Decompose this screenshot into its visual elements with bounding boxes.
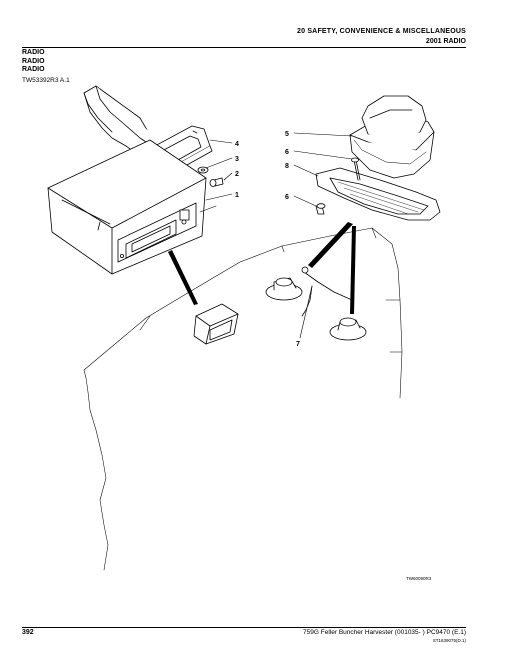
washer-and-screw bbox=[197, 166, 224, 187]
subsection-heading: 2001 RADIO bbox=[425, 38, 466, 45]
footer-title: 759G Feller Buncher Harvester (001035- )… bbox=[303, 629, 466, 636]
callout-7: 7 bbox=[296, 341, 300, 348]
cab-speaker-right bbox=[329, 317, 367, 341]
page-number: 392 bbox=[22, 629, 34, 636]
speaker-grille bbox=[315, 167, 441, 221]
callout-8: 8 bbox=[285, 163, 289, 170]
cab-radio bbox=[193, 303, 239, 345]
callout-6-lower: 6 bbox=[285, 194, 289, 201]
speaker-cup bbox=[349, 95, 435, 179]
part-titles: RADIO RADIO RADIO bbox=[22, 49, 45, 75]
header-rule bbox=[22, 47, 466, 48]
part-title: RADIO bbox=[22, 49, 45, 56]
cab-speaker-left bbox=[265, 277, 303, 301]
callout-5: 5 bbox=[285, 131, 289, 138]
cab-outline bbox=[83, 227, 403, 571]
section-heading: 20 SAFETY, CONVENIENCE & MISCELLANEOUS bbox=[296, 28, 466, 35]
callout-4: 4 bbox=[235, 141, 239, 148]
speaker-screws bbox=[315, 157, 361, 215]
pointer-wedges bbox=[168, 222, 356, 314]
callout-6-upper: 6 bbox=[285, 149, 289, 156]
callout-1: 1 bbox=[235, 192, 239, 199]
callout-2: 2 bbox=[235, 171, 239, 178]
footer-rule bbox=[22, 627, 466, 628]
leader-lines bbox=[205, 132, 353, 339]
callout-3: 3 bbox=[235, 156, 239, 163]
illustration-code: TW60090R3 bbox=[406, 576, 432, 581]
part-title: RADIO bbox=[22, 66, 45, 73]
footer-code: ST1639075(D.1) bbox=[432, 638, 466, 643]
speaker-wire bbox=[301, 266, 353, 317]
radio-unit bbox=[47, 139, 217, 275]
part-title: RADIO bbox=[22, 57, 45, 65]
figure-reference: TW53392R3 A.1 bbox=[22, 77, 70, 84]
